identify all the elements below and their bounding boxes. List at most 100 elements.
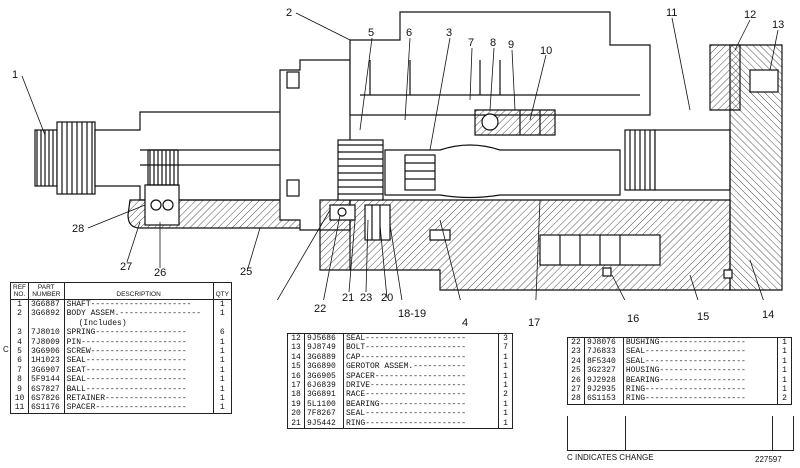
qty-cell: 6: [219, 328, 225, 338]
leader-lines: [21, 12, 779, 300]
end-cap: [729, 44, 783, 291]
part-number-cell: 3G2327: [584, 366, 624, 376]
qty-cell: 7: [503, 343, 508, 353]
part-number-cell: 9J5442: [304, 418, 344, 429]
change-legend-note: C INDICATES CHANGE: [567, 453, 654, 462]
ref-cell: 20: [287, 409, 305, 419]
qty-cell: 1: [219, 384, 225, 394]
qty-cell: 1: [219, 347, 225, 357]
description-cell: GEROTOR ASSEM.-----------: [343, 362, 499, 372]
part-number-cell: 9J5686: [304, 333, 344, 344]
callout-2: 2: [286, 7, 292, 19]
part-number-cell: 8F5340: [584, 356, 624, 367]
qty-cell: 3: [503, 334, 508, 343]
ref-cell: 6: [10, 356, 29, 366]
callout-12: 12: [744, 9, 756, 21]
description-cell: RACE---------------------: [343, 390, 499, 400]
qty-cell: 1: [219, 403, 225, 413]
qty-cell: 1: [782, 385, 787, 395]
ref-cell: 15: [287, 362, 305, 372]
header-part-number: PART NUMBER: [28, 282, 65, 300]
callout-11: 11: [666, 7, 677, 19]
description-cell: SEAL---------------------: [623, 356, 779, 367]
part-number-cell: 6J6839: [304, 381, 344, 391]
part-number-cell: 5L1100: [304, 399, 344, 410]
part-number-cell: 9J8749: [304, 343, 344, 353]
part-number-cell: 3G6906: [28, 347, 65, 357]
callout-25: 25: [240, 266, 252, 278]
callout-6: 6: [406, 27, 412, 39]
ref-cell: 4: [10, 337, 29, 348]
ref-cell: 3: [10, 328, 29, 338]
ref-cell: [10, 318, 29, 329]
right-table-blank-area: [567, 416, 794, 451]
callout-15: 15: [697, 311, 710, 323]
callout-13: 13: [772, 19, 784, 31]
part-number-cell: 3G6890: [304, 362, 344, 372]
part-number-cell: 7F8267: [304, 409, 344, 419]
description-cell: SPACER-------------------: [343, 371, 499, 382]
callout-16: 16: [627, 313, 640, 325]
description-cell: SEAL---------------------: [64, 356, 214, 366]
shaft-spline-end: [34, 121, 96, 195]
qty-cell: 1: [782, 338, 787, 347]
part-number-cell: 3G6887: [28, 299, 65, 310]
qty-cell: 1: [219, 365, 225, 375]
description-cell: SPRING-------------------: [64, 328, 214, 338]
qty-cell: 1: [503, 352, 508, 362]
part-number-cell: 9J2935: [584, 385, 624, 395]
part-number-cell: 6S7827: [28, 384, 65, 395]
part-number-cell: 3G6907: [28, 365, 65, 376]
part-number-cell: 9J8076: [584, 337, 624, 348]
description-cell: RING---------------------: [623, 385, 779, 395]
ref-cell: 2: [10, 309, 29, 319]
qty-cell: 1: [503, 362, 508, 372]
part-number-cell: 3G6891: [304, 390, 344, 400]
qty-cell: 1: [219, 309, 225, 319]
ref-cell: 10: [10, 394, 29, 404]
qty-cell: 1: [219, 375, 225, 385]
description-cell: BUSHING------------------: [623, 337, 779, 348]
drawing-number: 227597: [755, 455, 782, 464]
description-cell: BALL---------------------: [64, 384, 214, 395]
description-cell: BEARING------------------: [623, 375, 779, 386]
ref-cell: 9: [10, 384, 29, 395]
qty-cell: 1: [503, 381, 508, 391]
callout-1: 1: [12, 69, 18, 81]
qty-cell: 2: [503, 390, 508, 400]
ref-cell: 7: [10, 365, 29, 376]
callout-10: 10: [540, 45, 552, 57]
qty-cell: 1: [782, 375, 787, 385]
part-number-cell: 6S7826: [28, 394, 65, 404]
part-number-cell: [28, 318, 65, 329]
callout-9: 9: [508, 39, 514, 51]
header-description: DESCRIPTION: [64, 282, 214, 300]
callout-4: 4: [462, 317, 469, 329]
ref-cell: 24: [567, 356, 585, 367]
part-number-cell: 7J6833: [584, 347, 624, 357]
table-header: REF NO. PART NUMBER DESCRIPTION QTY: [10, 282, 232, 300]
qty-cell: 1: [782, 366, 787, 376]
gerotor-gear: [337, 139, 384, 201]
callout-27: 27: [120, 261, 132, 273]
ref-cell: 13: [287, 343, 305, 353]
callout-3: 3: [446, 27, 452, 39]
